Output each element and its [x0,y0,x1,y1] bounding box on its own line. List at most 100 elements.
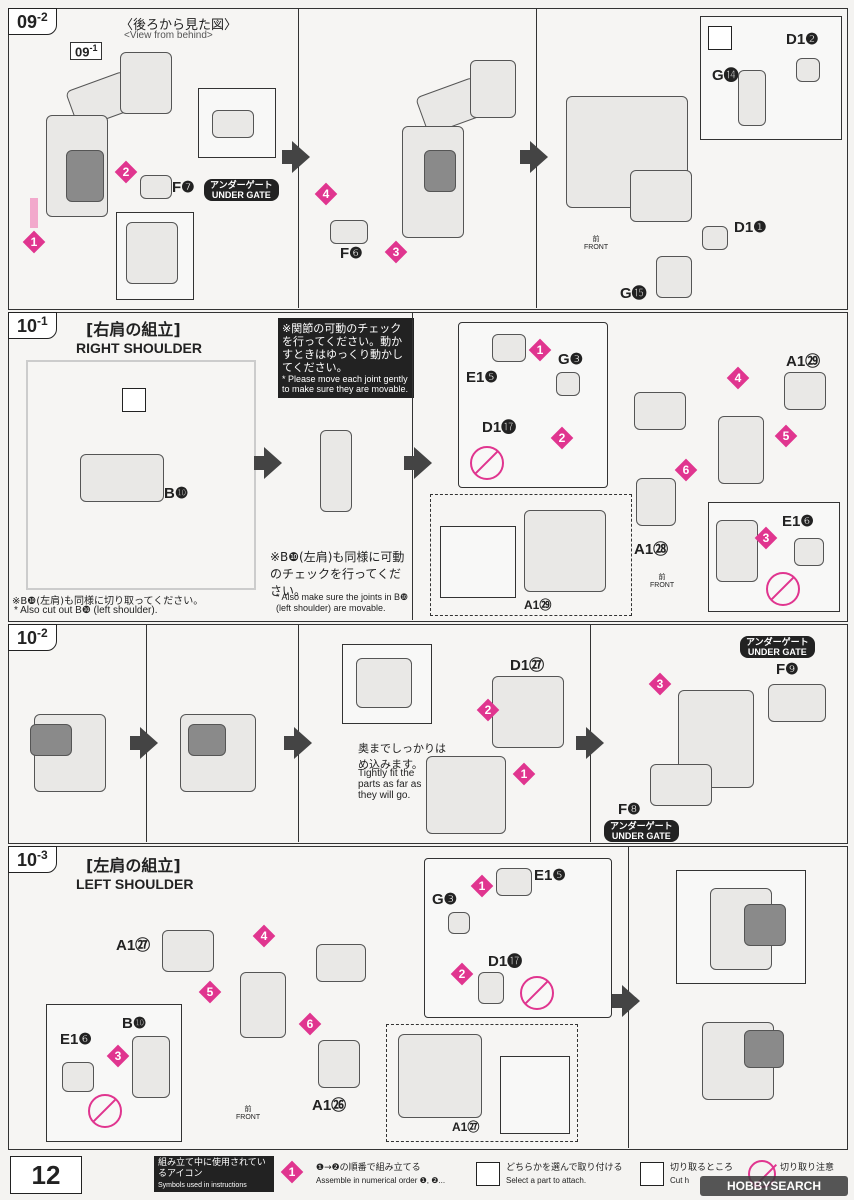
shoulder-part [470,60,516,118]
tag-number: 10 [17,850,38,870]
shoulder-cap [30,724,72,756]
label-d11: D1❶ [734,219,767,236]
step-tag-10-3: 10-3 [8,846,57,873]
part-e15 [496,868,532,896]
next-arrow-bar [254,456,264,470]
part-a127-detail [398,1034,482,1118]
title-left-shoulder-jp: [左肩の組立] [86,856,181,875]
legend-cut-en: Cut h [670,1176,690,1185]
part-g3 [556,372,580,396]
front-en: FRONT [650,582,675,589]
step-tag-09-2: 09-2 [8,8,57,35]
step-marker-5: 5 [198,980,222,1004]
next-arrow [294,727,312,759]
watermark-logo: HOBBYSEARCH [700,1176,848,1196]
part-e15 [492,334,526,362]
label-g14: G⓮ [712,67,739,84]
step-marker-2: 2 [550,426,574,450]
front-jp: 前 [592,236,600,243]
part-e16 [62,1062,94,1092]
step-marker-1: 1 [512,762,536,786]
legend-choose-jp: どちらかを選んで取り付ける [506,1163,623,1173]
part-a128 [636,478,676,526]
front-en: FRONT [236,1114,261,1121]
step-marker-1: 1 [470,874,494,898]
next-arrow [140,727,158,759]
callout-detail [500,1056,570,1134]
part-a129 [784,372,826,410]
next-arrow [586,727,604,759]
hand-fingers-part [630,170,692,222]
part-f7 [140,175,172,199]
shoulder-cap [744,1030,784,1068]
front-jp: 前 [658,574,666,581]
label-d117: D1⓱ [482,419,517,436]
callout-detail [440,526,516,598]
choose-icon [708,26,732,50]
step-marker-4: 4 [314,182,338,206]
step-marker-2: 2 [450,962,474,986]
runner-frame [26,360,256,590]
legend-cut-jp: 切り取るところ [670,1163,734,1173]
joint-check-jp: ※関節の可動のチェックを行ってください。動かすときはゆっくり動かしてください。 [282,322,403,374]
part-f8 [650,764,712,806]
label-f6: F❻ [340,245,363,262]
detail-part [356,658,412,708]
title-left-shoulder-en: LEFT SHOULDER [76,876,194,892]
label-d127: D1㉗ [510,657,545,674]
callout-bottom-part [126,222,178,284]
part-f6 [330,220,368,244]
step-marker-2: 2 [114,160,138,184]
part-e16 [794,538,824,566]
joint-check2-jp: ※B❿(左肩)も同様に可動のチェックを行ってください。 [270,550,405,598]
next-arrow-bar [612,994,622,1008]
step-marker-4: 4 [726,366,750,390]
cut-note-jp: ※B❿(左肩)も同様に切り取ってください。 [12,596,204,607]
label-a127b: A1㉗ [452,1120,480,1134]
next-arrow-bar [130,736,140,750]
front-jp: 前 [244,1106,252,1113]
cut-icon [122,388,146,412]
page-number: 12 [10,1156,82,1194]
step-marker-4: 4 [252,924,276,948]
label-b10: B❿ [122,1015,147,1032]
front-en: FRONT [584,244,609,251]
label-g3: G❸ [558,351,584,368]
tag-number: 10 [17,316,38,336]
next-arrow-bar [576,736,586,750]
no-cut-icon [766,572,800,606]
label-d117: D1⓱ [488,953,523,970]
part-d127 [492,676,564,748]
tight-fit-jp: 奥までしっかりはめ込みます。 [358,742,446,771]
step-marker-5: 5 [774,424,798,448]
part-b10 [132,1036,170,1098]
view-from-behind-en: <View from behind> [124,30,213,41]
next-arrow-bar [520,150,530,164]
label-a129: A1㉙ [786,353,821,370]
label-f8: F❽ [618,801,641,818]
next-arrow-bar [404,456,414,470]
part-shoulder-frame [718,416,764,484]
label-a129b: A1㉙ [524,598,552,612]
step-tag-10-2: 10-2 [8,624,57,651]
part-e16-frame [716,520,758,582]
tag-number: 10 [17,628,38,648]
part-f9 [768,684,826,722]
legend-caution-jp: 切り取り注意 [780,1163,835,1173]
dotted-callout [386,1024,578,1142]
next-arrow [292,141,310,173]
arm-joint-part [66,150,104,202]
step-marker-6: 6 [298,1012,322,1036]
label-a128: A1㉘ [634,541,669,558]
legend-header: 組み立て中に使用されているアイコン Symbols used in instru… [154,1156,274,1192]
tag-number: 09 [17,12,38,32]
step-marker-3: 3 [106,1044,130,1068]
legend-header-jp: 組み立て中に使用されているアイコン [158,1158,266,1179]
shoulder-part [120,52,172,114]
step-marker-1: 1 [22,230,46,254]
joint-check-en: * Please move each joint gently to make … [282,374,409,394]
next-arrow [622,985,640,1017]
